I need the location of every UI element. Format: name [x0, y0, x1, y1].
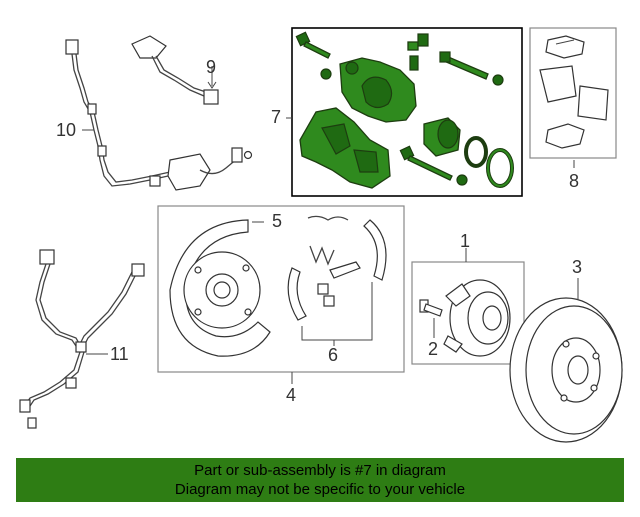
backing-plate-box-4	[157, 205, 405, 373]
callout-11: 11	[110, 344, 129, 364]
caliper-assembly-7	[295, 31, 514, 189]
callout-1: 1	[460, 231, 471, 251]
info-banner: Part or sub-assembly is #7 in diagram Di…	[16, 458, 624, 502]
backing-plate-5	[169, 219, 271, 357]
parking-brake-shoes-6	[287, 215, 387, 346]
callout-9: 9	[206, 57, 217, 77]
callout-2: 2	[428, 339, 439, 359]
hub-bearing-1	[443, 279, 511, 357]
brake-pads-8	[539, 35, 609, 168]
callout-6: 6	[328, 345, 339, 365]
banner-line-1: Part or sub-assembly is #7 in diagram	[194, 462, 446, 479]
callout-7: 7	[271, 107, 282, 127]
speed-sensor-harness-11	[19, 249, 145, 429]
callout-10: 10	[56, 120, 77, 140]
callout-4: 4	[286, 385, 297, 405]
callout-8: 8	[569, 171, 580, 191]
wheel-stud-2	[419, 299, 443, 338]
banner-line-2: Diagram may not be specific to your vehi…	[174, 481, 466, 498]
pad-kit-box-8	[529, 27, 617, 159]
speed-sensor-harness-10	[65, 39, 253, 191]
callout-3: 3	[572, 257, 583, 277]
callout-5: 5	[272, 211, 283, 231]
hub-box-1	[411, 261, 525, 365]
caliper-assembly-box-7	[291, 27, 523, 197]
sensor-9	[131, 35, 219, 105]
brake-rotor-3	[509, 278, 623, 443]
